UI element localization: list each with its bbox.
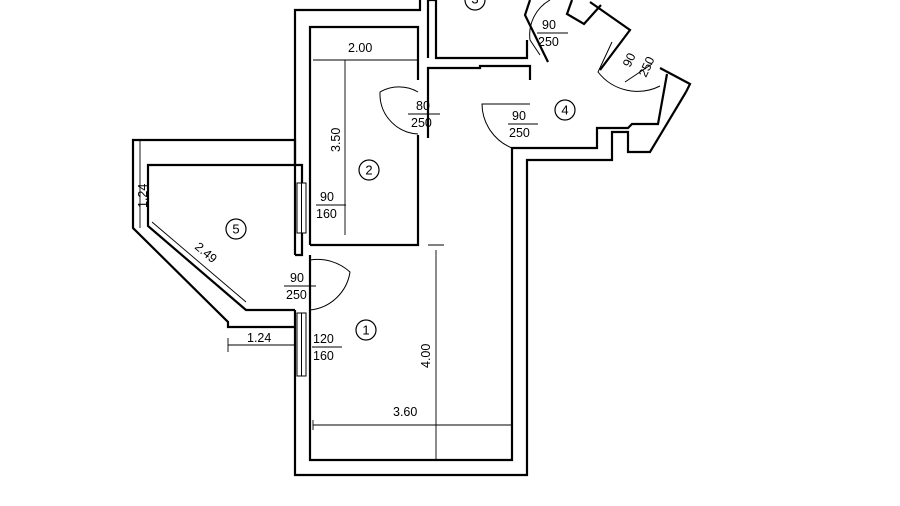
door-top-b-swing	[597, 41, 661, 92]
door-top-b-width: 90	[620, 51, 639, 70]
window-room2-height: 160	[316, 207, 337, 221]
doors	[309, 0, 661, 311]
room-1-label: 1	[362, 323, 369, 338]
dim-room1-width: 3.60	[393, 405, 417, 419]
outer-wall-left-upper	[293, 0, 422, 255]
upper-right-wall	[523, 0, 549, 63]
door-top-b-height: 250	[636, 54, 658, 79]
room-2-marker: 2	[358, 159, 380, 181]
dim-room5-diagonal: 2.49	[192, 240, 220, 266]
door-room2-height: 250	[411, 116, 432, 130]
inner-wall-left-lower	[308, 73, 669, 462]
door-top-a-height: 250	[538, 35, 559, 49]
door-top-a-swing	[529, 0, 551, 56]
window-room1-width: 120	[313, 332, 334, 346]
partition-upper	[426, 0, 529, 60]
door-top-a-width: 90	[542, 18, 556, 32]
room-3-label: 3	[471, 0, 478, 7]
upper-right-wall-3	[589, 1, 632, 71]
inner-wall-left-upper	[308, 25, 420, 245]
partition-corridor	[426, 64, 532, 138]
upper-right-wall-2	[565, 0, 602, 26]
room5-outline	[131, 138, 297, 329]
door-room5-width: 90	[290, 271, 304, 285]
dim-balcony-left: 1.24	[247, 331, 271, 345]
room-2-label: 2	[365, 163, 372, 178]
room-4-marker: 4	[554, 99, 576, 121]
room-3-marker: 3	[464, 0, 486, 11]
room-5-marker: 5	[225, 218, 247, 240]
dimension-lines	[139, 59, 512, 460]
room5-inner	[146, 163, 304, 312]
door-room2-swing	[379, 86, 419, 135]
room-5-label: 5	[232, 222, 239, 237]
door-room2-width: 80	[416, 99, 430, 113]
room-numbers: 1 2 3 4 5	[225, 0, 576, 341]
door-room5-swing	[309, 258, 351, 311]
fraction-bars	[284, 32, 653, 348]
window-room2-width: 90	[320, 190, 334, 204]
door-room4-height: 250	[509, 126, 530, 140]
dim-room2-width: 2.00	[348, 41, 372, 55]
door-room5-height: 250	[286, 288, 307, 302]
dim-room5-side: 1.24	[136, 184, 150, 208]
windows	[296, 182, 307, 377]
right-tip	[659, 67, 692, 93]
dim-room1-length: 4.00	[419, 344, 433, 368]
opening-labels: 80 250 90 250 90 250 90 250 90 160 90 25…	[286, 18, 658, 363]
dimension-labels: 2.00 3.50 3.60 4.00 1.24 2.49 1.24	[136, 41, 433, 419]
walls	[131, 0, 692, 477]
door-room4-swing	[481, 103, 530, 149]
door-room4-width: 90	[512, 109, 526, 123]
outer-wall-left-lower	[293, 91, 687, 477]
window-room1-height: 160	[313, 349, 334, 363]
dim-room2-length: 3.50	[329, 128, 343, 152]
room-4-label: 4	[561, 103, 568, 118]
room-1-marker: 1	[355, 319, 377, 341]
partition-room2-bottom	[310, 135, 420, 247]
